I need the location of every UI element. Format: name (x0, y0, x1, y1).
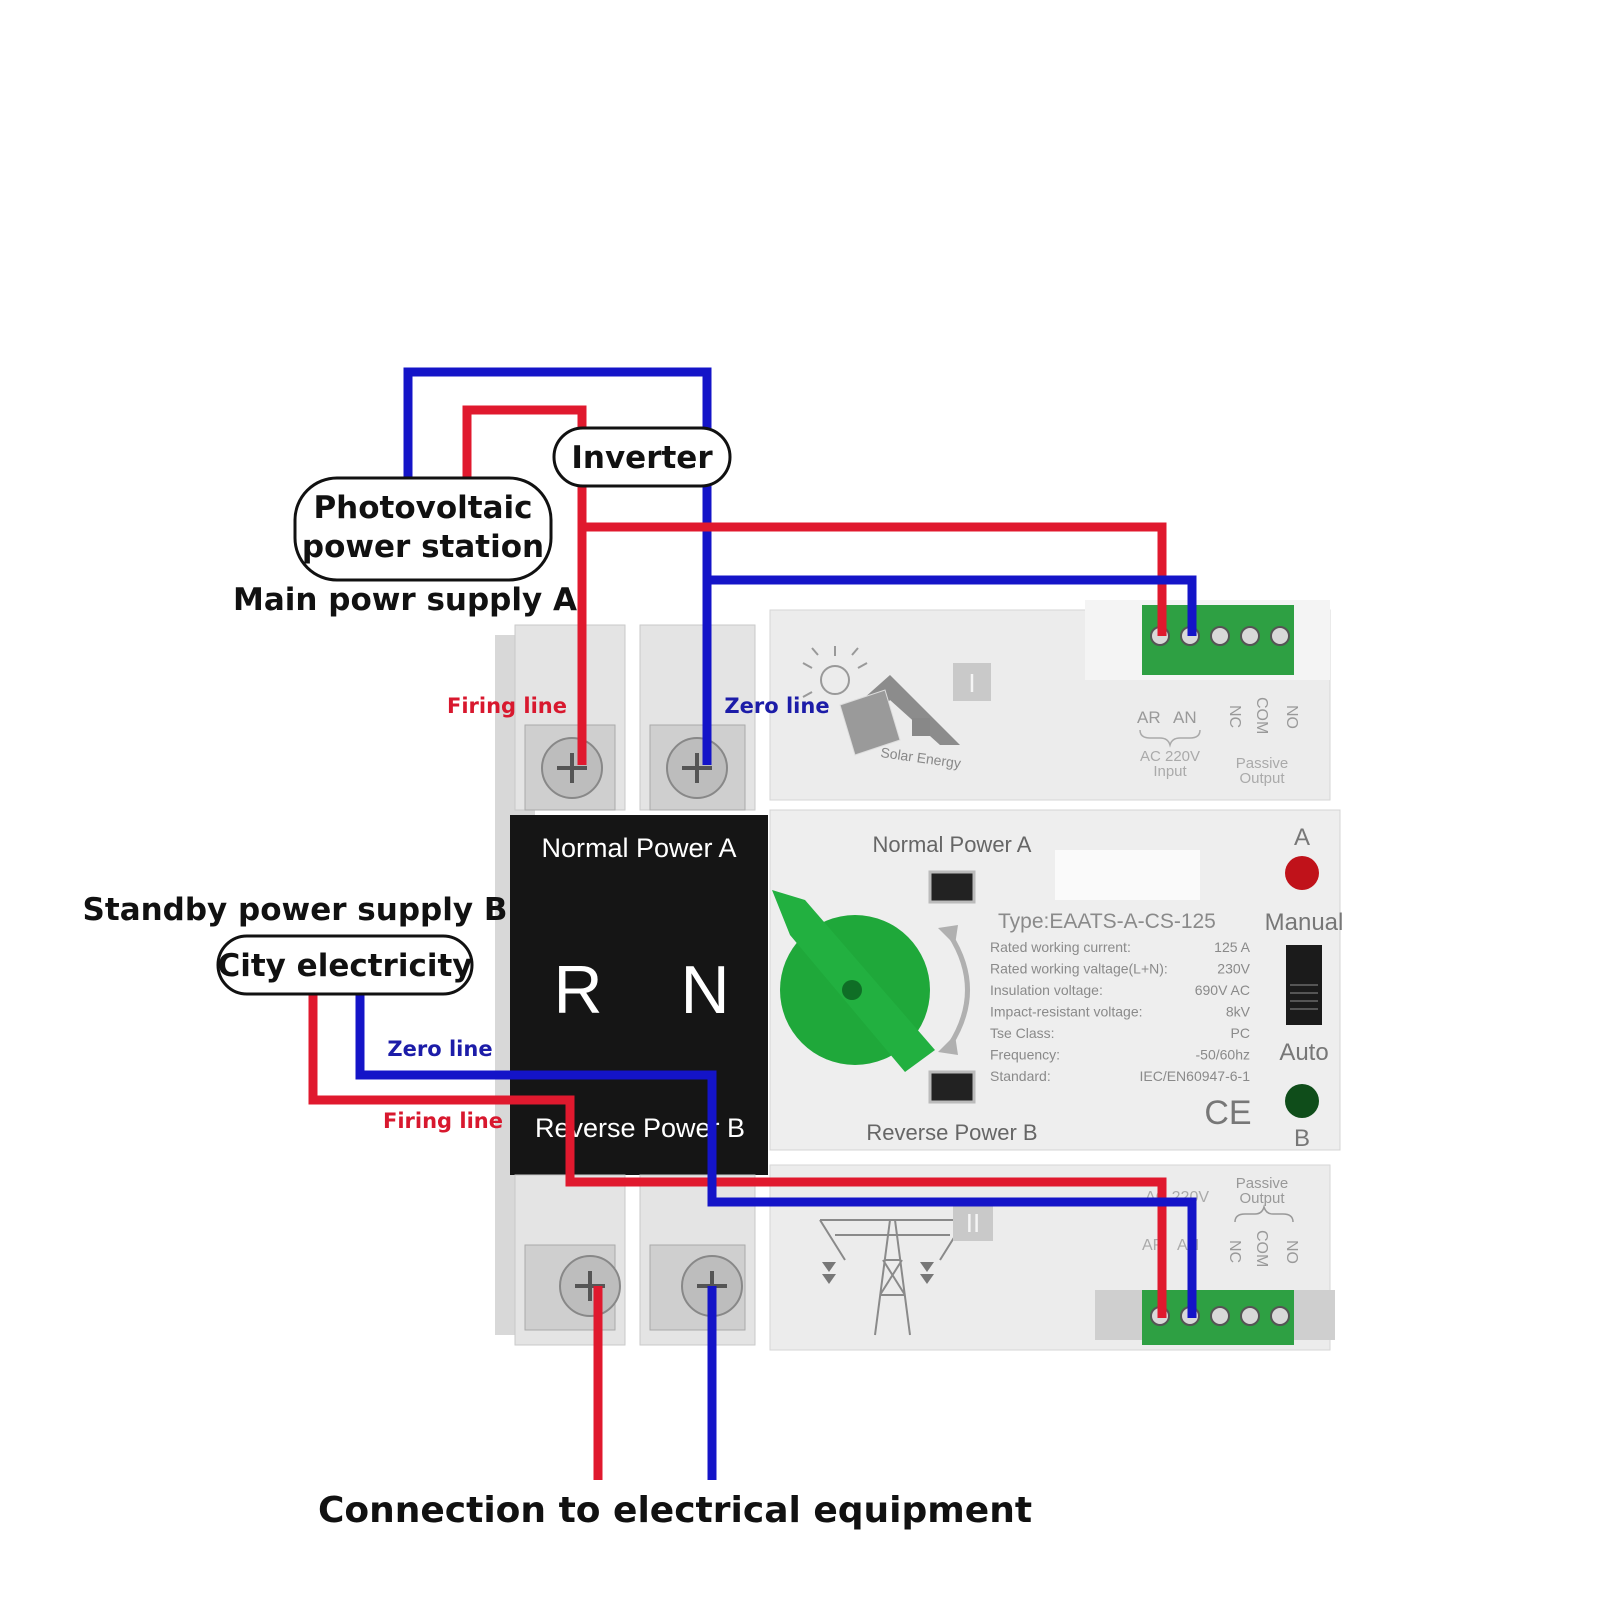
spec-table: Rated working current: 125 A Rated working… (990, 939, 1251, 1084)
roman-two-badge (953, 1203, 993, 1241)
pv-label-line1: Photovoltaic (313, 490, 532, 526)
spec-label: Rated working current: (990, 939, 1131, 955)
indicator-a-led (1285, 856, 1319, 890)
spec-value: 125 A (1214, 939, 1250, 955)
spec-value: 8kV (1226, 1004, 1251, 1020)
standby-supply-label: Standby power supply B (83, 892, 508, 928)
spec-label: Standard: (990, 1068, 1051, 1084)
passive-output-top-line2: Output (1239, 770, 1285, 787)
an-label-top: AN (1173, 708, 1197, 727)
equipment-connection-label: Connection to electrical equipment (318, 1490, 1032, 1531)
window-a (928, 870, 976, 904)
firing-line-bottom-label: Firing line (383, 1109, 503, 1133)
nc-label-top: NC (1226, 705, 1243, 728)
auto-label: Auto (1279, 1039, 1328, 1066)
center-normal-power-a: Normal Power A (873, 832, 1032, 857)
no-label-bottom: NO (1283, 1240, 1300, 1264)
ar-label-top: AR (1137, 708, 1161, 727)
inverter-label: Inverter (571, 440, 713, 476)
city-electricity-callout: City electricity (216, 934, 474, 996)
black-panel-normal-power-a: Normal Power A (541, 833, 736, 863)
spec-label: Frequency: (990, 1047, 1060, 1063)
ce-mark: CE (1204, 1094, 1251, 1132)
indicator-b-label: B (1294, 1125, 1310, 1152)
nc-label-bottom: NC (1226, 1240, 1243, 1263)
rotate-arrow-icon (947, 933, 970, 1047)
manual-label: Manual (1265, 909, 1344, 936)
inverter-callout: Inverter (552, 426, 732, 488)
pv-station-callout: Photovoltaic power station (293, 476, 553, 582)
black-label-panel (510, 815, 768, 1175)
center-reverse-power-b: Reverse Power B (866, 1120, 1037, 1145)
roman-two-label: II (966, 1208, 980, 1238)
spec-value: PC (1231, 1025, 1250, 1041)
no-label-top: NO (1283, 705, 1300, 729)
main-supply-label: Main powr supply A (233, 582, 577, 618)
passive-output-bottom-line1: Passive (1236, 1175, 1289, 1192)
top-blue-branch-wire (707, 575, 1197, 636)
zero-line-bottom-label: Zero line (387, 1037, 492, 1061)
spec-value: IEC/EN60947-6-1 (1139, 1068, 1250, 1084)
spec-label: Rated working valtage(L+N): (990, 961, 1168, 977)
passive-output-top-line1: Passive (1236, 755, 1289, 772)
zero-line-top-label: Zero line (724, 694, 829, 718)
indicator-a-label: A (1294, 824, 1310, 851)
roman-one-label: I (968, 668, 975, 698)
ac-input-line1: AC 220V (1140, 748, 1200, 765)
spec-label: Tse Class: (990, 1025, 1055, 1041)
roman-one-badge (953, 663, 991, 701)
com-label-top: COM (1253, 697, 1270, 734)
indicator-b-led (1285, 1084, 1319, 1118)
spec-label: Insulation voltage: (990, 982, 1103, 998)
pv-label-line2: power station (302, 529, 544, 565)
passive-output-bottom-line2: Output (1239, 1190, 1285, 1207)
window-b (928, 1070, 976, 1104)
spec-label: Impact-resistant voltage: (990, 1004, 1143, 1020)
pylon-arrows-icon (822, 1262, 934, 1284)
power-pylon-icon (819, 1219, 966, 1336)
spec-value: -50/60hz (1196, 1047, 1250, 1063)
city-electricity-label: City electricity (217, 948, 472, 984)
n-neutral-label: N (680, 952, 729, 1028)
spec-value: 230V (1217, 961, 1250, 977)
pv-blue-wire (403, 367, 712, 765)
spec-value: 690V AC (1195, 982, 1250, 998)
ac-input-line2: Input (1153, 763, 1187, 780)
pv-red-wire (462, 405, 587, 765)
firing-line-top-label: Firing line (447, 694, 567, 718)
city-blue-wire (355, 993, 1197, 1318)
top-red-branch-wire (582, 522, 1167, 636)
com-label-bottom: COM (1253, 1230, 1270, 1267)
r-phase-label: R (553, 952, 602, 1028)
type-label: Type:EAATS-A-CS-125 (998, 910, 1216, 933)
ats-switch-device: Solar Energy I AR AN AC 220V Input NC CO… (495, 600, 1344, 1351)
